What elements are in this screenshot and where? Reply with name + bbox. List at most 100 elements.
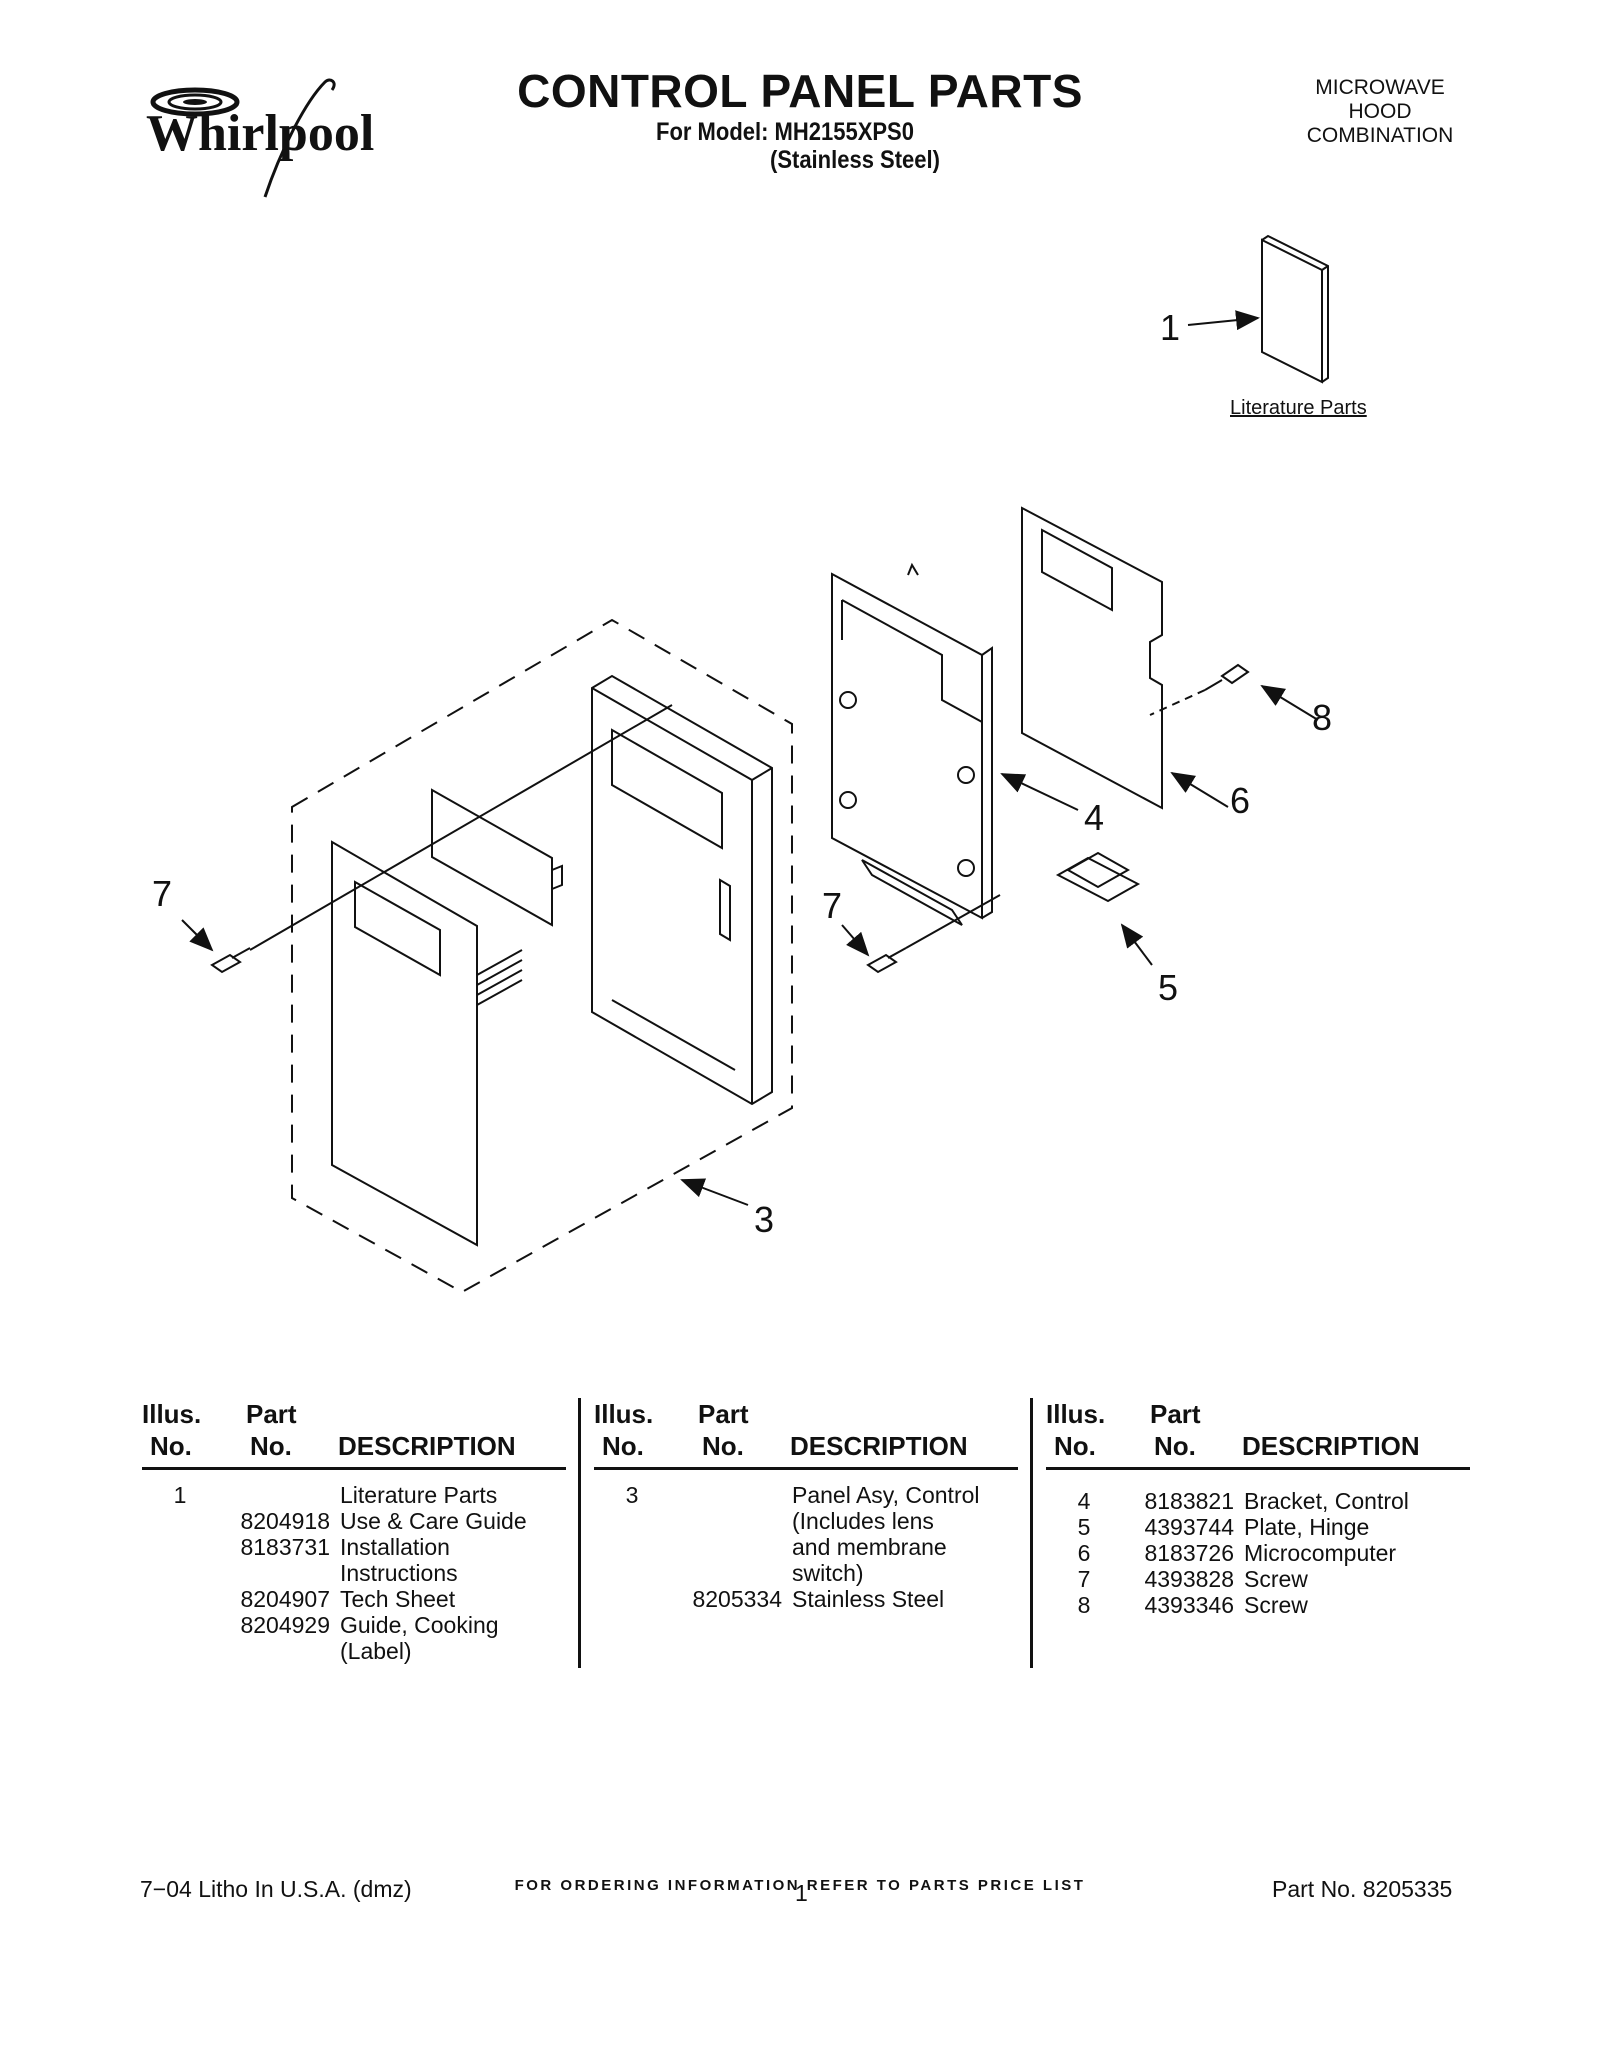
table-row: 6 8183726 Microcomputer [1046,1540,1470,1566]
part-description: and membrane [792,1534,947,1560]
parts-diagram: 1 Literature Parts 3 4 5 6 7 7 8 [152,234,1367,1294]
parts-table-column-2: Illus. No. Part No. DESCRIPTION 3 Panel A… [594,1395,1018,1612]
part-description: Installation [340,1534,450,1560]
page-title: CONTROL PANEL PARTS [517,65,1083,117]
illus-number: 4 [1077,1488,1091,1514]
illus-number: 6 [1077,1540,1091,1566]
document-part-number: Part No. 8205335 [1272,1876,1453,1902]
literature-parts-label: Literature Parts [1230,397,1367,419]
microcomputer-board-drawing [1021,506,1163,810]
callout-7-left: 7 [152,873,172,914]
header-description: DESCRIPTION [1242,1431,1420,1461]
callout-1: 1 [1160,307,1180,348]
illus-number: 3 [625,1482,639,1508]
part-description: Microcomputer [1244,1540,1397,1566]
table-row: and membrane [594,1534,1018,1560]
part-number: 4393346 [1144,1592,1234,1618]
illus-number: 7 [1077,1566,1091,1592]
table-row: 8 4393346 Screw [1046,1592,1470,1618]
part-number: 8183726 [1144,1540,1234,1566]
header-illus: Illus. [142,1399,202,1429]
column-divider [1030,1398,1033,1668]
callout-8: 8 [1312,697,1332,738]
table-header: Illus. No. Part No. DESCRIPTION [1046,1395,1470,1470]
screw-left-drawing [210,947,251,974]
header-part-no: No. [702,1431,744,1461]
product-type-line: COMBINATION [1306,124,1454,147]
part-description: Bracket, Control [1244,1488,1409,1514]
callout-7-middle: 7 [822,885,842,926]
control-bracket-drawing [831,562,993,926]
model-variant: (Stainless Steel) [770,146,940,174]
table-row: 8205334 Stainless Steel [594,1586,1018,1612]
part-description: Guide, Cooking [340,1612,499,1638]
table-row: 8204929 Guide, Cooking [142,1612,566,1638]
table-header: Illus. No. Part No. DESCRIPTION [594,1395,1018,1470]
callout-6: 6 [1230,780,1250,821]
control-panel-frame-drawing [591,674,773,1106]
part-description: Stainless Steel [792,1586,945,1612]
hinge-plate-drawing [1055,851,1141,903]
table-row: 8204907 Tech Sheet [142,1586,566,1612]
table-row: switch) [594,1560,1018,1586]
whirlpool-logo: Whirlpool [146,78,374,198]
table-row: (Includes lens [594,1508,1018,1534]
header-illus-no: No. [150,1431,192,1461]
product-type-line: HOOD [1348,100,1412,123]
part-number: 8205334 [692,1586,782,1612]
part-number: 8183821 [1144,1488,1234,1514]
table-rows: 4 8183821 Bracket, Control 5 4393744 Plate, H… [1046,1470,1470,1618]
table-row: 4 8183821 Bracket, Control [1046,1488,1470,1514]
header-part: Part [698,1399,749,1429]
illus-number: 1 [173,1482,187,1508]
product-type: MICROWAVE HOOD COMBINATION [1260,76,1500,148]
product-type-line: MICROWAVE [1315,76,1445,99]
callout-4: 4 [1084,797,1104,838]
part-description: Instructions [340,1560,458,1586]
table-row: 7 4393828 Screw [1046,1566,1470,1592]
membrane-keypad-drawing [331,840,523,1247]
header-illus-no: No. [1054,1431,1096,1461]
table-row: (Label) [142,1638,566,1664]
assembly-outline [291,618,793,1294]
header-part-no: No. [250,1431,292,1461]
page-number: 1 [795,1880,808,1906]
part-description: Literature Parts [340,1482,498,1508]
callout-5: 5 [1158,967,1178,1008]
table-row: 3 Panel Asy, Control [594,1482,1018,1508]
parts-table-column-3: Illus. No. Part No. DESCRIPTION 4 8183821… [1046,1395,1470,1618]
callout-3: 3 [754,1199,774,1240]
illus-number: 8 [1077,1592,1091,1618]
part-description: Tech Sheet [340,1586,456,1612]
table-row: Instructions [142,1560,566,1586]
part-description: Screw [1244,1566,1308,1592]
screw-middle-drawing [866,947,907,974]
part-number: 8204907 [240,1586,330,1612]
literature-parts-drawing [1261,234,1329,384]
header-part: Part [1150,1399,1201,1429]
part-description: Screw [1244,1592,1308,1618]
header-part-no: No. [1154,1431,1196,1461]
part-description: Use & Care Guide [340,1508,527,1534]
table-row: 1 Literature Parts [142,1482,566,1508]
screw-right-drawing [1204,663,1250,691]
svg-text:Whirlpool: Whirlpool [146,105,374,162]
lens-drawing [431,788,553,927]
header-illus-no: No. [602,1431,644,1461]
part-number: 8204929 [240,1612,330,1638]
part-number: 4393828 [1144,1566,1234,1592]
header-illus: Illus. [1046,1399,1106,1429]
table-row: 5 4393744 Plate, Hinge [1046,1514,1470,1540]
ordering-note: FOR ORDERING INFORMATION REFER TO PARTS … [514,1877,1086,1894]
header-illus: Illus. [594,1399,654,1429]
part-number: 4393744 [1144,1514,1234,1540]
part-description: switch) [792,1560,864,1586]
column-divider [578,1398,581,1668]
part-description: Panel Asy, Control [792,1482,980,1508]
part-description: Plate, Hinge [1244,1514,1370,1540]
illus-number: 5 [1077,1514,1091,1540]
